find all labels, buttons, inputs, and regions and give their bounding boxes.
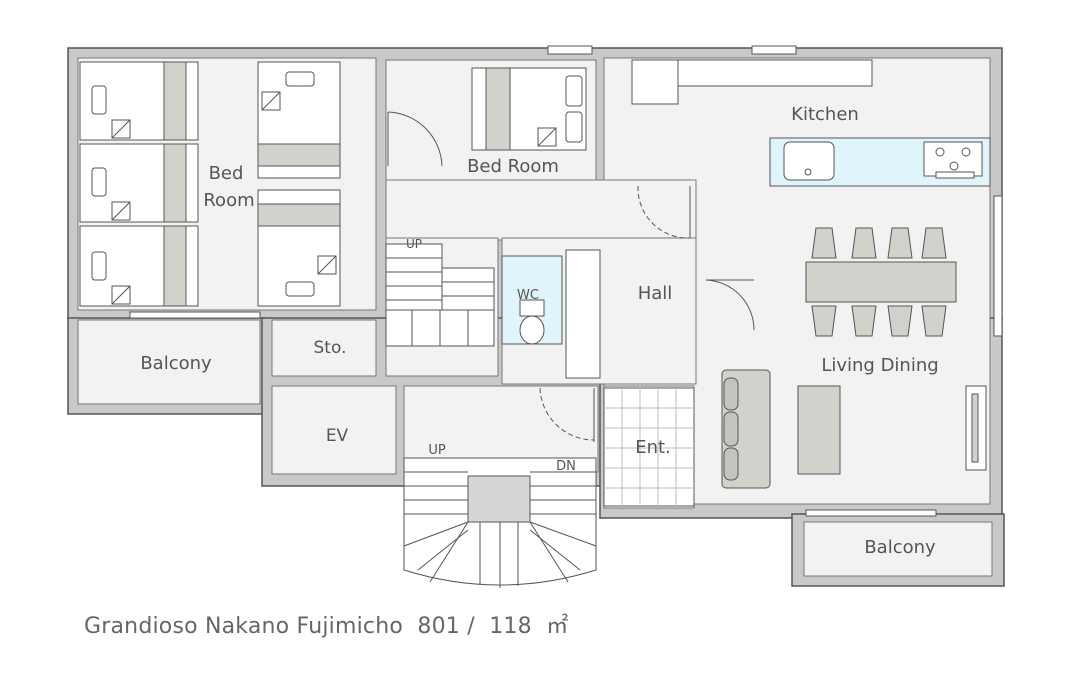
kitchen-fixtures	[631, 59, 991, 187]
building-name: Grandioso Nakano Fujimicho	[84, 614, 404, 639]
label-wc: WC	[517, 288, 539, 303]
label-storage: Sto.	[314, 338, 347, 358]
label-stairs-down-outer: DN	[556, 459, 576, 474]
label-living-dining: Living Dining	[821, 355, 938, 376]
label-stairs-up-outer: UP	[428, 443, 446, 458]
living-furniture	[721, 369, 987, 489]
entrance-tiles	[603, 387, 695, 507]
external-stairs	[403, 457, 597, 588]
unit-number: 801 /	[417, 614, 475, 639]
label-bed-room-left-2: Room	[203, 190, 254, 211]
label-balcony-left: Balcony	[140, 353, 212, 374]
plan-caption: Grandioso Nakano Fujimicho 801 / 118 ㎡	[84, 608, 568, 640]
beds-left	[79, 61, 341, 307]
label-stairs-up-inner: UP	[406, 237, 422, 251]
dining-set	[805, 227, 957, 337]
area-unit: ㎡	[546, 614, 569, 639]
windows	[129, 45, 1003, 517]
label-ev: EV	[326, 426, 349, 446]
internal-stairs	[385, 243, 495, 347]
label-bed-room-top: Bed Room	[467, 156, 559, 177]
room-labels: Bed Room Bed Room Kitchen Hall WC Sto. L…	[140, 104, 938, 558]
double-bed	[471, 67, 587, 151]
label-entrance: Ent.	[635, 437, 671, 458]
label-bed-room-left-1: Bed	[209, 163, 244, 184]
label-hall: Hall	[638, 283, 673, 304]
hall-fixtures	[501, 249, 601, 379]
label-balcony-right: Balcony	[864, 537, 936, 558]
floor-area: 118	[489, 614, 532, 639]
label-kitchen: Kitchen	[791, 104, 859, 125]
